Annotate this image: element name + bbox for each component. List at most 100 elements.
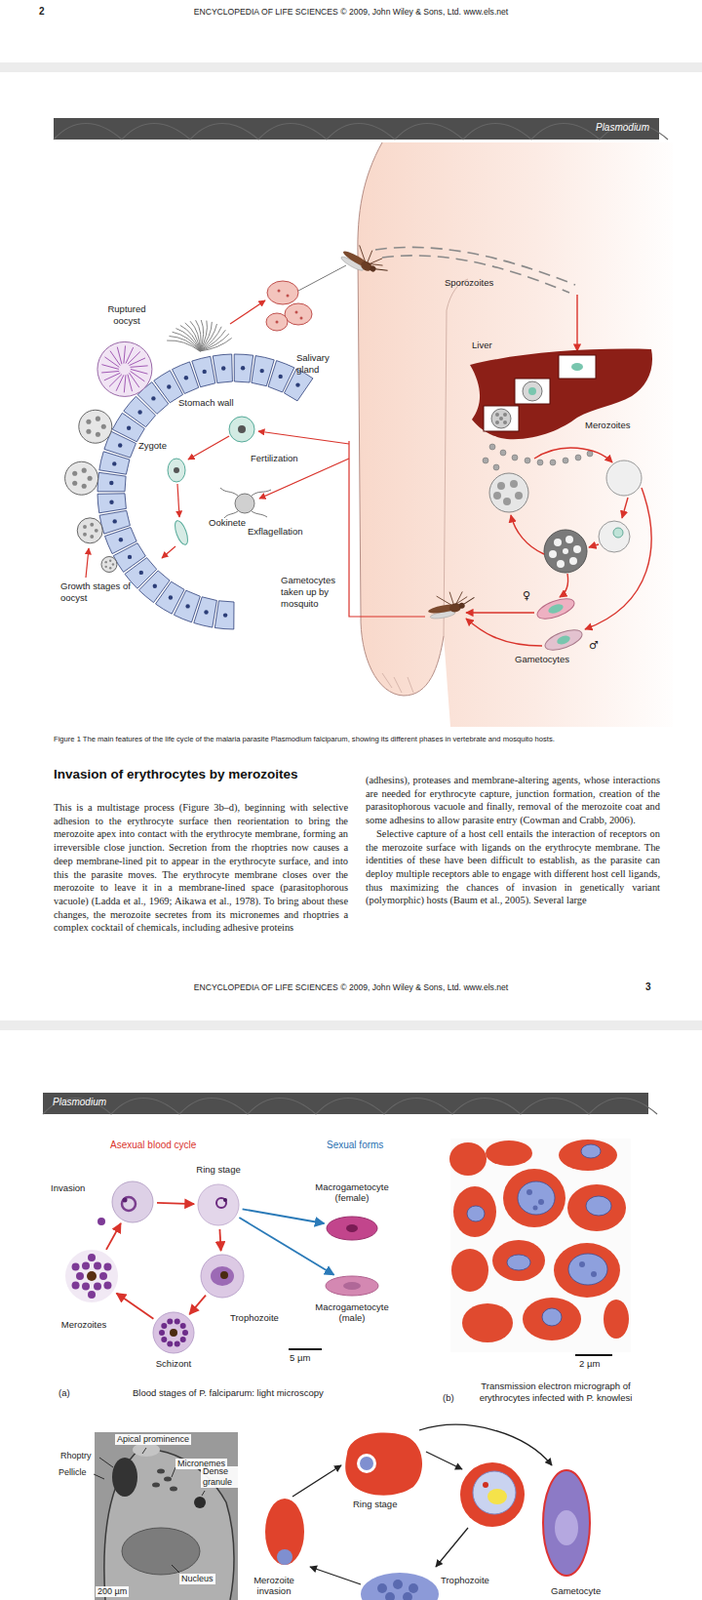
tem-micrograph-part bbox=[567, 1183, 626, 1231]
mosquito-gut-part bbox=[267, 280, 299, 305]
mosquito-gut-part bbox=[97, 471, 126, 492]
node-shape-part bbox=[223, 1197, 228, 1202]
node-shape bbox=[196, 1182, 240, 1226]
node-shape-part bbox=[93, 1281, 102, 1289]
node-shape-part bbox=[520, 1097, 589, 1115]
mosquito-gut-part bbox=[275, 320, 279, 324]
node-shape-part bbox=[166, 1318, 173, 1325]
figure-label: Ruptured oocyst bbox=[95, 303, 158, 327]
merozoite-dots-part bbox=[482, 457, 489, 464]
blood-stage-drawing-part bbox=[292, 1423, 552, 1584]
mosquito-gut-part bbox=[125, 347, 134, 363]
node-shape-part bbox=[180, 1335, 187, 1342]
electron-micrograph-part bbox=[169, 1485, 178, 1491]
mosquito-gut-part bbox=[172, 518, 191, 546]
blood-cell: Invasion bbox=[111, 1179, 155, 1223]
mosquito-gut-part bbox=[173, 467, 180, 473]
blood-cycle-part bbox=[569, 556, 578, 565]
node-shape bbox=[468, 335, 656, 445]
blood-cell: Merozoites bbox=[64, 1248, 119, 1303]
blood-stage-drawing-part bbox=[426, 1450, 463, 1469]
blood-stage-drawing-part bbox=[419, 1423, 552, 1465]
node-shape-part bbox=[210, 1265, 234, 1286]
tem-micrograph-part bbox=[449, 1138, 629, 1342]
mosquito-gut-part bbox=[258, 430, 350, 444]
blood-cycle-part bbox=[573, 545, 582, 553]
sporozoite-stream-part bbox=[382, 255, 570, 293]
mosquito-gut-part bbox=[77, 517, 103, 544]
figure-label: Fertilization bbox=[250, 452, 299, 464]
mosquito-gut-part bbox=[212, 353, 233, 384]
stage-arrow bbox=[242, 1208, 325, 1223]
blood-cycle-part bbox=[544, 529, 587, 573]
blood-cycle-part bbox=[510, 514, 545, 554]
mosquito-gut-part bbox=[259, 458, 350, 499]
tem-micrograph-part bbox=[517, 1180, 555, 1214]
node-shape-part bbox=[53, 123, 122, 141]
mosquito-gut-part bbox=[95, 416, 101, 422]
blood-cycle bbox=[466, 447, 652, 654]
figure-label: (a) bbox=[58, 1386, 71, 1398]
blood-cycle-part bbox=[588, 544, 599, 547]
figure-label: Pellicle bbox=[56, 1466, 89, 1478]
merozoite-dots-part bbox=[500, 449, 507, 456]
liver-arrow bbox=[576, 294, 578, 351]
human-body bbox=[357, 142, 673, 727]
figure-label: Zygote bbox=[138, 439, 167, 451]
node-shape bbox=[111, 1179, 155, 1223]
node-label: Plasmodium bbox=[595, 121, 650, 134]
blood-stage-drawing-part bbox=[554, 1509, 579, 1545]
node-shape-part bbox=[65, 1248, 118, 1302]
mosquito-gut-part bbox=[65, 461, 99, 495]
figure-label: Growth stages of oocyst bbox=[60, 580, 131, 604]
body-paragraph: (adhesins), proteases and membrane-alter… bbox=[365, 773, 661, 827]
scale-bar-part bbox=[575, 1353, 613, 1356]
node-shape-part bbox=[121, 1196, 136, 1210]
node-shape-part bbox=[174, 1339, 181, 1346]
node-label: Liver bbox=[471, 339, 493, 351]
electron-micrograph-part bbox=[94, 1431, 238, 1599]
figure-label: 2 bbox=[39, 5, 45, 18]
mosquito-gut-part bbox=[116, 374, 124, 390]
human-body-part bbox=[357, 142, 673, 727]
mosquito-gut-part bbox=[130, 365, 149, 368]
human-body-part bbox=[443, 278, 468, 636]
body-paragraph: Selective capture of a host cell entails… bbox=[365, 826, 661, 907]
mosquito-gut-part bbox=[286, 294, 290, 298]
tem-micrograph-part bbox=[492, 1239, 546, 1281]
stage-arrow bbox=[117, 1292, 155, 1319]
node-label: Ring stage bbox=[177, 1163, 260, 1174]
tem-micrograph-part bbox=[581, 1143, 601, 1158]
node-label: Macrogametocyte (female) bbox=[306, 1180, 398, 1203]
blood-stage-drawing-part bbox=[276, 1548, 293, 1564]
figure-label: 200 µm bbox=[95, 1585, 129, 1597]
mosquito-gut-part bbox=[85, 419, 91, 425]
merozoite-dots-part bbox=[489, 443, 496, 450]
node-shape-part bbox=[346, 1223, 358, 1232]
mosquito-gut-part bbox=[234, 353, 254, 383]
node-shape-part bbox=[220, 1270, 229, 1279]
mosquito-gut-part bbox=[295, 311, 299, 314]
blood-stage-drawing-part bbox=[377, 1582, 388, 1593]
node-shape-part bbox=[87, 1289, 96, 1298]
electron-micrograph bbox=[93, 1431, 238, 1599]
figure-label: Merozoites bbox=[585, 419, 630, 430]
blood-cell: Schizont bbox=[152, 1310, 195, 1354]
figure-label: Merozoite invasion bbox=[245, 1573, 303, 1596]
tem-micrograph-part bbox=[503, 1168, 566, 1227]
electron-micrograph-part bbox=[121, 1526, 200, 1574]
mosquito-gut-part bbox=[104, 356, 119, 367]
node-shape-part bbox=[514, 378, 550, 404]
mosquito-gut-part bbox=[127, 554, 132, 559]
node-shape-part bbox=[87, 1252, 96, 1261]
node-shape-part bbox=[111, 1097, 180, 1115]
electron-micrograph-part bbox=[163, 1476, 172, 1482]
mosquito-gut-part bbox=[185, 322, 200, 351]
node-shape-part bbox=[491, 408, 511, 429]
blood-stage-drawing-part bbox=[408, 1582, 419, 1593]
human-body-part bbox=[382, 672, 414, 693]
tem-micrograph bbox=[449, 1137, 631, 1352]
figure-label: Salivary gland bbox=[296, 351, 346, 376]
tem-micrograph-part bbox=[522, 1296, 582, 1340]
figure-caption: Figure 1 The main features of the life c… bbox=[53, 734, 663, 743]
